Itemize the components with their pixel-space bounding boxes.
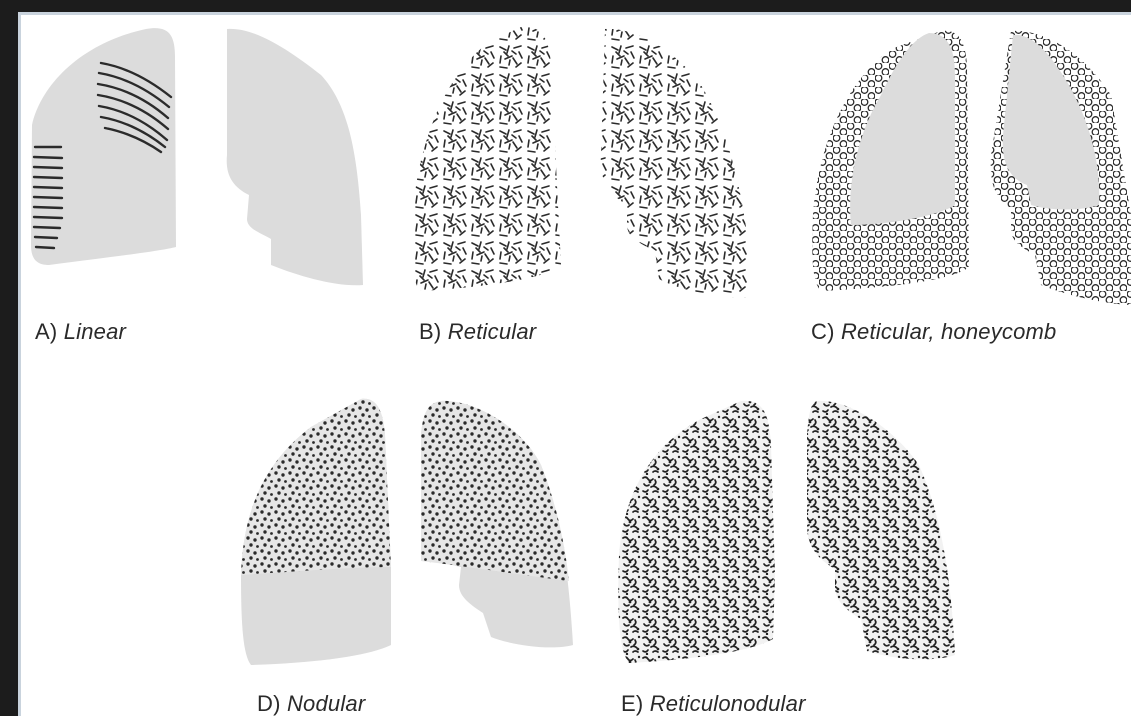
panel-b-letter: B)	[419, 319, 441, 344]
panel-c-lung-right-core	[850, 33, 955, 225]
panel-e-name: Reticulonodular	[650, 691, 806, 716]
panel-d-letter: D)	[257, 691, 281, 716]
panel-a-label: A) Linear	[35, 319, 126, 345]
panel-a-name: Linear	[64, 319, 126, 344]
lung-patterns-figure	[21, 15, 1131, 716]
panel-e-reticulonodular-illustration	[618, 401, 955, 663]
panel-c-name: Reticular, honeycomb	[841, 319, 1057, 344]
panel-b-reticular-illustration	[412, 27, 751, 298]
panel-d-name: Nodular	[287, 691, 365, 716]
panel-a-linear-illustration	[31, 28, 363, 285]
panel-c-honeycomb-illustration	[812, 31, 1131, 305]
panel-d-nodular-illustration	[241, 399, 573, 665]
panel-d-label: D) Nodular	[257, 691, 365, 716]
panel-a-lung-left	[227, 29, 363, 285]
panel-d-lung-right-nodules	[241, 399, 391, 575]
panel-e-lung-left	[807, 401, 955, 659]
panel-d-lung-left-nodules	[421, 401, 569, 581]
panel-b-lung-left	[601, 29, 751, 297]
figure-frame: A) Linear B) Reticular C) Reticular, hon…	[18, 12, 1131, 716]
panel-c-letter: C)	[811, 319, 835, 344]
panel-b-lung-right	[412, 27, 561, 291]
panel-a-letter: A)	[35, 319, 57, 344]
panel-b-label: B) Reticular	[419, 319, 536, 345]
panel-e-lung-right	[618, 401, 775, 663]
panel-b-name: Reticular	[448, 319, 537, 344]
panel-e-letter: E)	[621, 691, 643, 716]
panel-c-label: C) Reticular, honeycomb	[811, 319, 1057, 345]
panel-e-label: E) Reticulonodular	[621, 691, 806, 716]
